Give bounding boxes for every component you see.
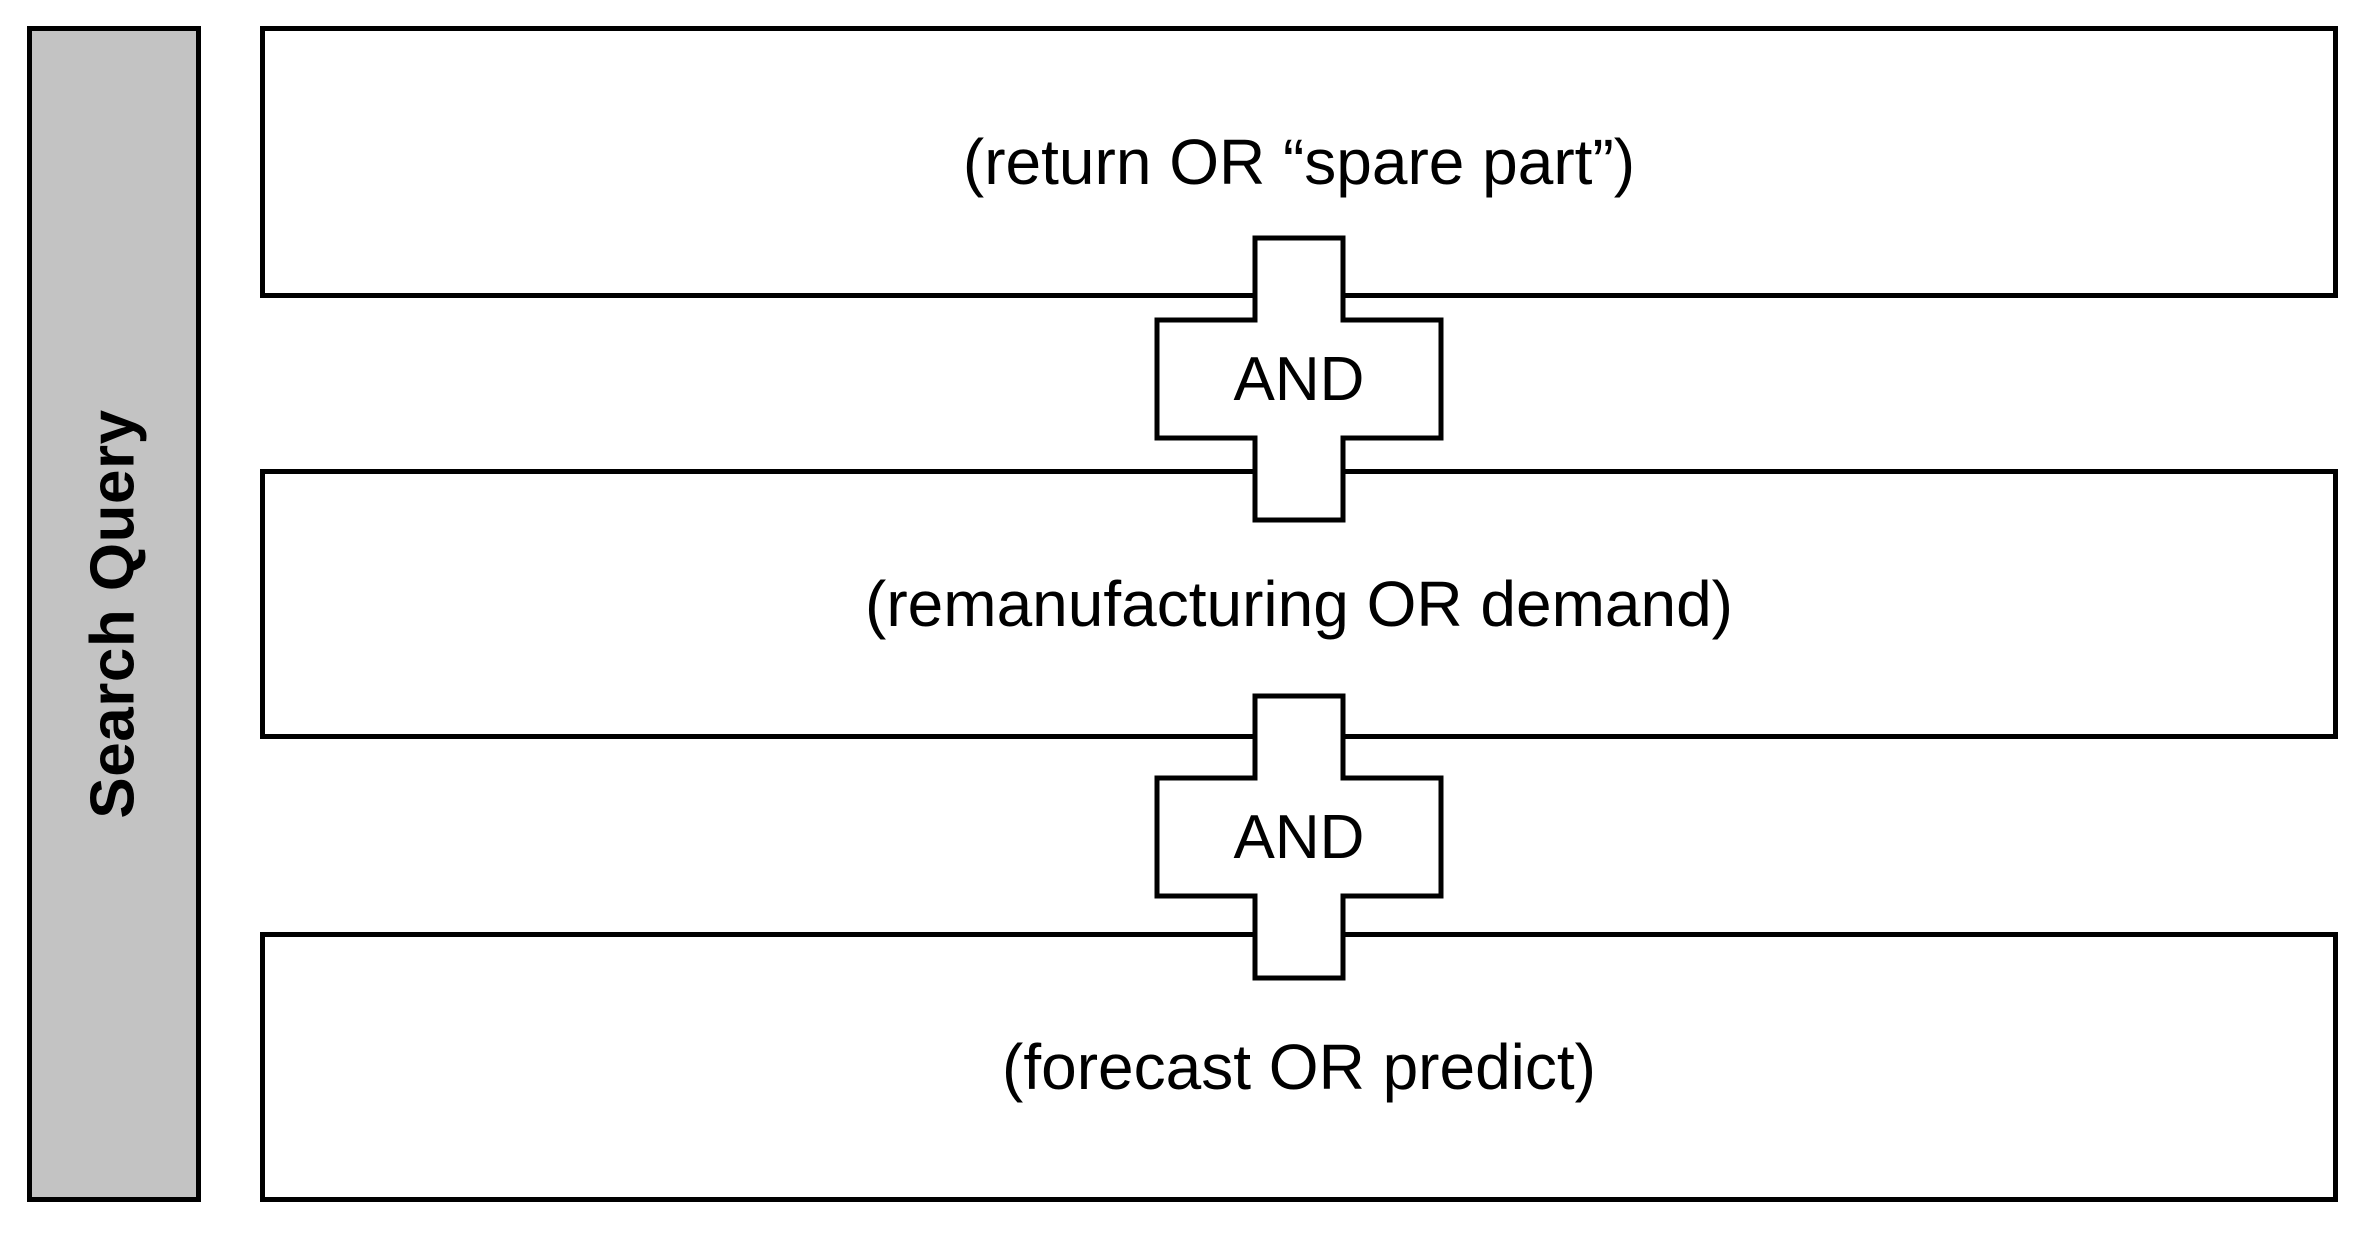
plus-cross-icon (1154, 693, 1444, 981)
and-operator-cross-1: AND (1153, 234, 1445, 524)
and-operator-cross-2: AND (1153, 692, 1445, 982)
query-term-text-1: (return OR “spare part”) (962, 125, 1636, 198)
plus-cross-icon (1154, 235, 1444, 523)
search-query-label: Search Query (79, 409, 148, 819)
search-query-sidebar: Search Query (27, 26, 201, 1202)
query-term-text-3: (forecast OR predict) (1002, 1030, 1596, 1103)
query-term-text-2: (remanufacturing OR demand) (865, 567, 1733, 640)
